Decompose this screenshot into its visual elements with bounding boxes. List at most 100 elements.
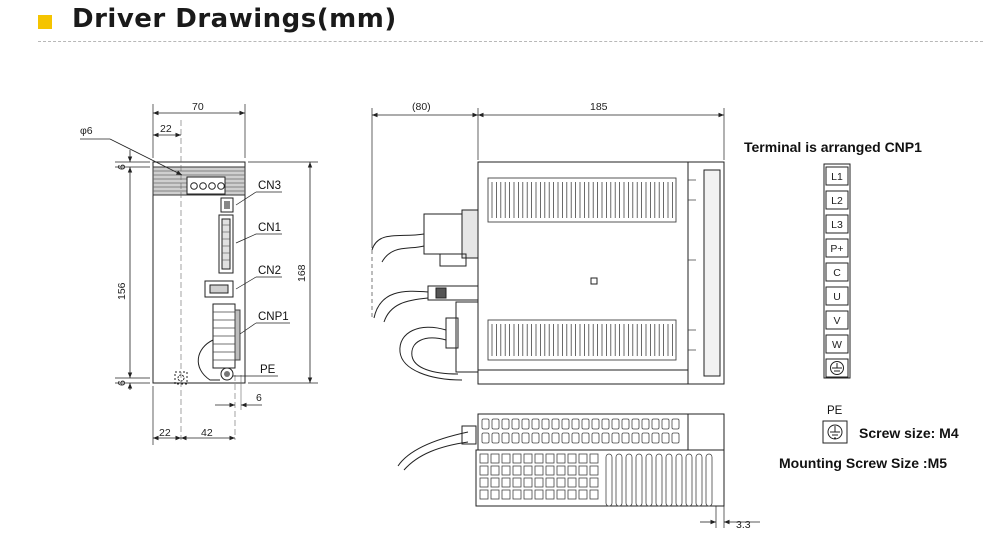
vent-cell <box>511 418 520 430</box>
cnp1-cable <box>197 339 220 381</box>
pe-terminal-label: PE <box>827 405 843 417</box>
screw-size-label: Screw size: M4 <box>859 425 959 441</box>
side-view <box>371 108 725 385</box>
vent-cell <box>534 453 544 464</box>
terminal-pin-label: C <box>833 267 841 279</box>
vent-cell <box>512 453 522 464</box>
vent-cell <box>556 453 566 464</box>
display-digit <box>199 182 207 190</box>
dim-fin: 3.3 <box>736 519 751 531</box>
vent-cell <box>512 465 522 476</box>
terminal-pin-label: L2 <box>831 195 843 207</box>
vent-cell <box>545 489 555 500</box>
label-cn1: CN1 <box>258 222 281 234</box>
side-connector-cn2 <box>427 285 479 301</box>
vent-cell <box>551 432 560 444</box>
dim-offset: 22 <box>160 123 172 135</box>
vent-cell <box>591 418 600 430</box>
terminal-pin-box <box>825 190 849 210</box>
dim-cable: (80) <box>412 101 431 113</box>
vent-cell <box>641 418 650 430</box>
vent-cell <box>589 489 599 500</box>
vent-cell <box>567 477 577 488</box>
vent-cell <box>501 418 510 430</box>
vent-cell <box>589 453 599 464</box>
vent-cell <box>567 465 577 476</box>
vent-cell <box>534 465 544 476</box>
vent-cell <box>581 418 590 430</box>
vent-cell <box>534 489 544 500</box>
side-vents-bottom <box>487 319 677 361</box>
display-digit <box>208 182 216 190</box>
vent-cell <box>521 418 530 430</box>
heatsink-fin <box>695 453 703 507</box>
side-view-labels: (80) 185 3.3 <box>412 101 751 531</box>
vent-cell <box>651 432 660 444</box>
vent-cell <box>501 453 511 464</box>
label-cn3: CN3 <box>258 180 281 192</box>
side-cable-3 <box>399 326 463 381</box>
side-cable-1 <box>371 233 425 251</box>
label-cnp1: CNP1 <box>258 311 289 323</box>
label-cn2: CN2 <box>258 265 281 277</box>
side-base-plate <box>477 369 689 385</box>
vent-cell <box>491 432 500 444</box>
dim-pe-offset: 6 <box>256 392 262 404</box>
vent-cell <box>531 432 540 444</box>
vent-cell <box>601 432 610 444</box>
vent-cell <box>551 418 560 430</box>
vent-cell <box>589 465 599 476</box>
dim-bottom-mid: 42 <box>201 427 213 439</box>
terminal-title: Terminal is arranged CNP1 <box>744 139 922 155</box>
vent-cell <box>581 432 590 444</box>
heatsink-fin <box>625 453 633 507</box>
vent-cell <box>531 418 540 430</box>
vent-cell <box>561 432 570 444</box>
vent-cell <box>511 432 520 444</box>
vent-cell <box>621 418 630 430</box>
cn1-connector <box>218 214 234 274</box>
page-title: Driver Drawings(mm) <box>72 4 397 34</box>
terminal-pin-label: U <box>833 291 841 303</box>
vent-cell <box>571 418 580 430</box>
bottom-vent-grid <box>479 418 680 500</box>
vent-cell <box>578 453 588 464</box>
vent-cell <box>571 432 580 444</box>
vent-cell <box>501 432 510 444</box>
vent-cell <box>501 477 511 488</box>
vent-cell <box>523 489 533 500</box>
heatsink-fin <box>705 453 713 507</box>
vent-cell <box>545 465 555 476</box>
vent-cell <box>479 453 489 464</box>
vent-cell <box>578 465 588 476</box>
vent-cell <box>621 432 630 444</box>
front-body-outline <box>152 161 246 384</box>
heatsink-fin <box>605 453 613 507</box>
vent-cell <box>661 418 670 430</box>
vent-cell <box>567 453 577 464</box>
vent-cell <box>671 418 680 430</box>
heatsink-fin <box>685 453 693 507</box>
vent-cell <box>523 477 533 488</box>
vent-cell <box>512 477 522 488</box>
vent-cell <box>490 453 500 464</box>
terminal-pin-box <box>825 262 849 282</box>
cn3-connector <box>220 197 234 213</box>
terminal-pin-label: W <box>832 339 842 351</box>
vent-cell <box>481 418 490 430</box>
vent-cell <box>578 477 588 488</box>
side-cable-1b <box>381 245 425 263</box>
header: Driver Drawings(mm) <box>0 0 1000 48</box>
vent-cell <box>521 432 530 444</box>
side-center-mark <box>590 277 598 285</box>
vent-cell <box>611 418 620 430</box>
title-accent-square <box>38 15 52 29</box>
pe-symbol-large <box>822 420 848 444</box>
terminal-pin-box <box>825 238 849 258</box>
bottom-heatsink <box>475 449 725 507</box>
title-divider <box>38 41 983 42</box>
vent-cell <box>479 477 489 488</box>
heatsink-fin <box>615 453 623 507</box>
vent-slots-top <box>491 182 673 218</box>
label-pe: PE <box>260 364 276 376</box>
